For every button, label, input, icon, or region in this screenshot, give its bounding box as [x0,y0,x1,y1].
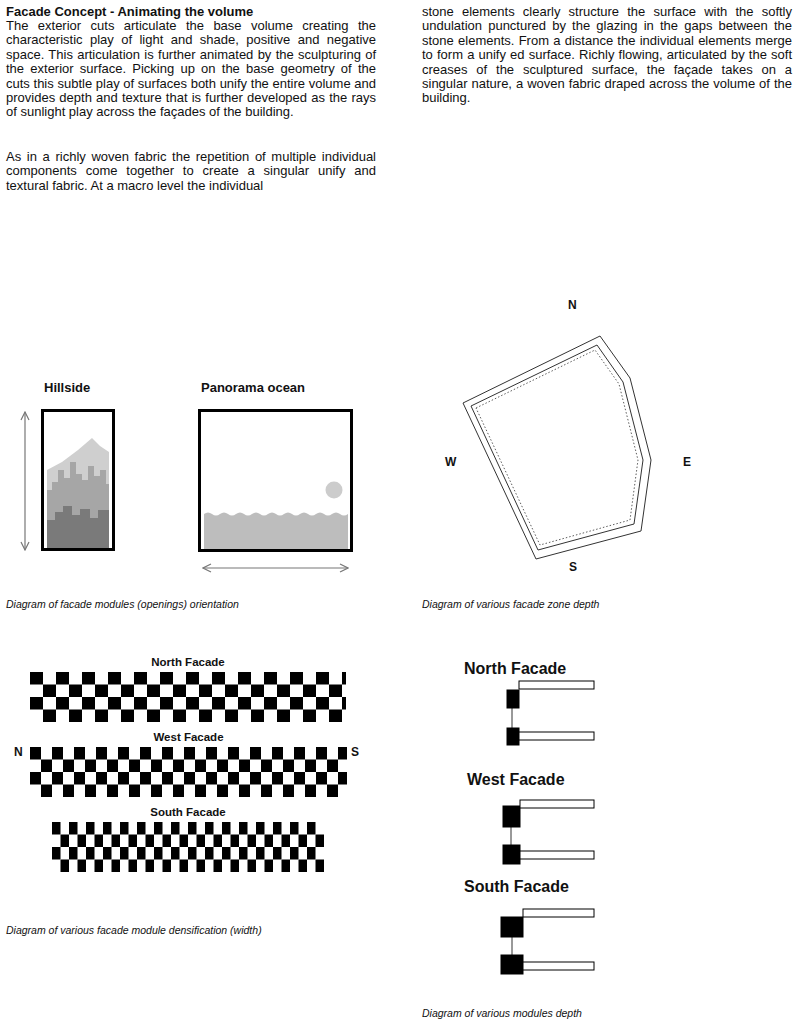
checker-band-node: North Facade [30,656,346,722]
figure-caption: Diagram of various modules depth [422,1007,582,1019]
band-area [30,672,346,722]
node-heading: Hillside [41,380,115,395]
figure-caption: Diagram of various facade module densifi… [6,924,262,936]
compass-letter: N [14,745,23,759]
body-text: As in a richly woven fabric the repetiti… [6,150,376,193]
hillside-picture [47,438,109,549]
node-heading: North Facade [30,656,346,668]
band-area [30,747,347,797]
width-arrow [203,567,348,568]
compass-letter: N [568,298,577,312]
figure-caption: Diagram of facade modules (openings) ori… [6,598,239,610]
south-checker-band [52,822,324,872]
image-frame-node: Panorama ocean [198,380,353,552]
facade-heading: North Facade [464,660,566,678]
checker-band-node: South Facade [52,806,324,872]
band-area [52,822,324,872]
body-text: The exterior cuts articulate the base vo… [6,19,376,120]
page-title: Facade Concept - Animating the volume [6,4,253,19]
image-frame-node: Hillside [41,380,115,551]
north-checker-band [30,672,346,722]
height-arrow [24,412,25,550]
compass-letter: E [683,455,691,469]
facade-heading: West Facade [467,771,565,789]
west-checker-band [30,747,347,797]
compass-letter: S [351,745,359,759]
facade-heading: South Facade [464,878,569,896]
compass-letter: S [569,560,577,574]
checker-band-node: West Facade [30,731,347,797]
plan-outline [463,336,651,559]
ocean-picture [204,482,348,550]
picture-frame [198,409,353,552]
depth-diagrams [501,681,594,974]
node-heading: South Facade [52,806,324,818]
picture-frame [41,409,115,551]
node-heading: West Facade [30,731,347,743]
node-heading: Panorama ocean [198,380,353,395]
compass-letter: W [445,455,456,469]
body-text: stone elements clearly structure the sur… [422,5,792,106]
figure-caption: Diagram of various facade zone depth [422,598,599,610]
